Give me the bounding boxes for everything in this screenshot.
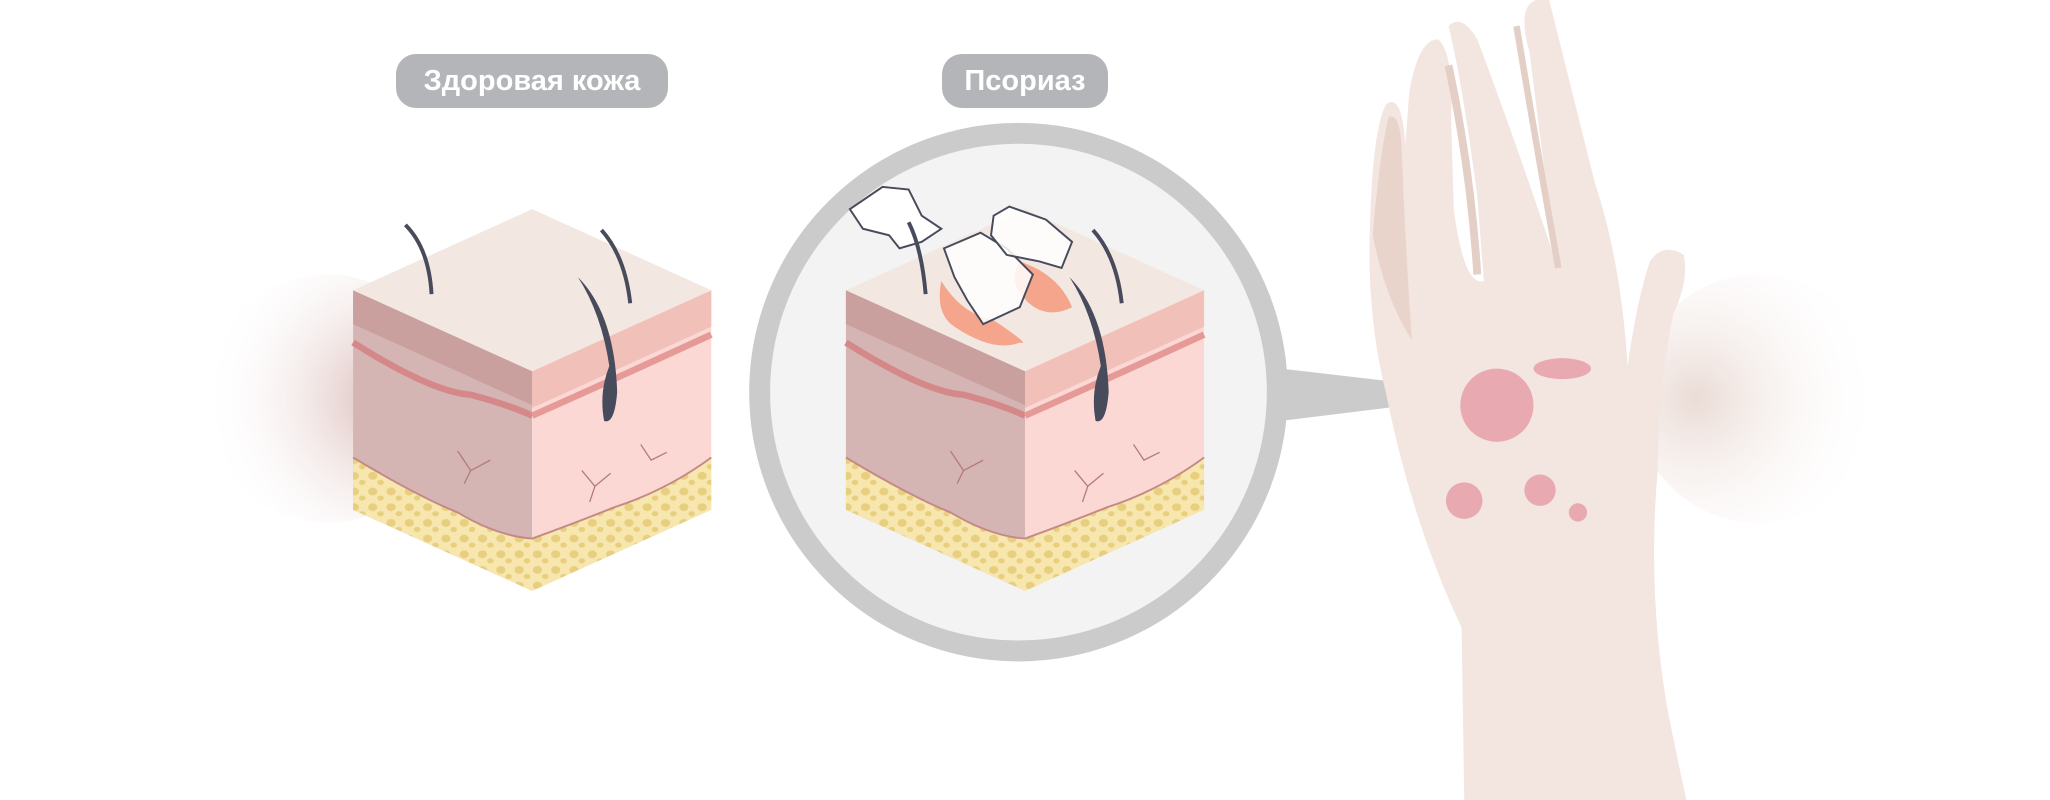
healthy-skin-cube [353, 209, 711, 591]
label-psoriasis: Псориаз [942, 54, 1108, 108]
psoriasis-lesion [1460, 368, 1534, 442]
skin-flake [989, 205, 1074, 270]
hand [1369, 0, 1687, 800]
psoriasis-skin-cube [846, 185, 1204, 591]
label-healthy-skin: Здоровая кожа [396, 54, 668, 108]
magnifier-pointer [1281, 368, 1462, 421]
psoriasis-lesion [1533, 358, 1592, 380]
psoriasis-lesion [1568, 503, 1588, 522]
skin-flake [848, 185, 944, 250]
right-fade-circle [1634, 274, 1883, 523]
psoriasis-lesion [1524, 474, 1556, 506]
hair-follicle [577, 277, 618, 422]
psoriasis-lesion [1445, 482, 1483, 519]
hair [403, 223, 434, 295]
psoriasis-plaque [939, 281, 1024, 346]
hair [600, 228, 633, 304]
